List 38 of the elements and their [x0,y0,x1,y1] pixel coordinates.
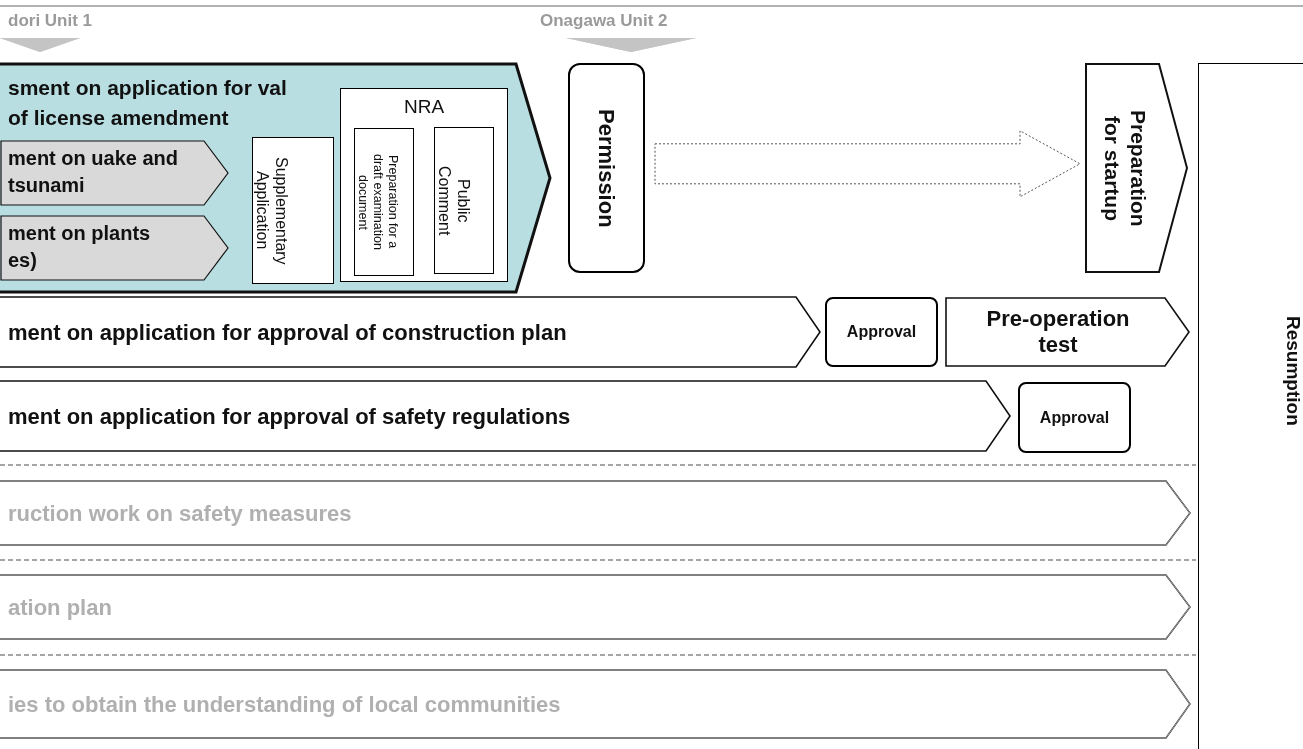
stage-label: ment on uake and tsunami [8,146,180,198]
milestone-box [1018,382,1131,453]
group-title: NRA [402,95,446,119]
group-box [340,88,508,282]
process-box [252,137,334,284]
process-step [1085,63,1189,273]
unit-label: dori Unit 1 [8,10,93,32]
process-step [0,380,1012,452]
process-box [434,127,494,274]
process-step [945,297,1191,367]
stage-label: Pre-operation test [985,305,1131,359]
milestone-box [825,297,938,367]
stage-label: ment on application for approval of safety regulations [8,402,571,431]
process-step [0,296,822,368]
process-step [0,63,552,293]
milestone-label: Approval [845,322,918,342]
step-label: Public Comment [435,164,473,238]
stage-label: Preparation for startup [1100,108,1151,229]
process-box [354,128,414,276]
process-step [0,574,1192,640]
stage-label: ation plan [8,593,112,622]
process-step [0,480,1192,546]
milestone-box [568,63,645,273]
stage-label: ment on application for approval of construction plan [8,318,567,347]
block-arrow [654,130,1081,198]
unit-label: Onagawa Unit 2 [540,10,668,32]
step-label: Preparation for a draft examination document [355,153,400,252]
stage-label: ment on plants es) [8,221,152,273]
milestone-box [1198,63,1303,749]
stage-label: ies to obtain the understanding of local communities [8,690,561,719]
process-step [0,140,230,206]
process-step [0,669,1192,739]
milestone-label: Resumption [1282,316,1303,426]
stage-label: ruction work on safety measures [8,499,352,528]
milestone-label: Approval [1038,407,1111,428]
process-step [0,215,230,281]
stage-title: sment on application for val of license amendment [8,75,288,131]
milestone-label: Permission [593,107,620,230]
